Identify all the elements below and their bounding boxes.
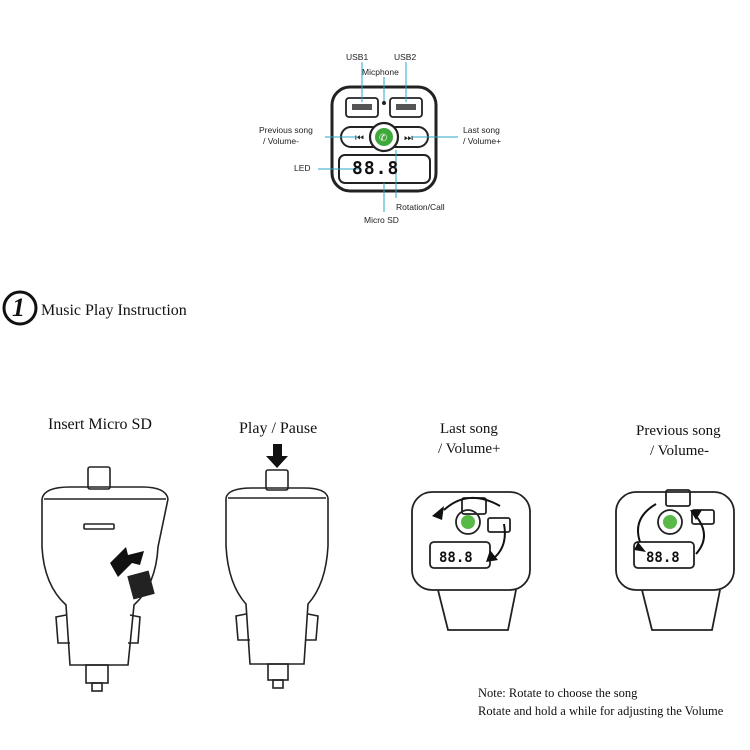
step-title-previous-song: Previous song (636, 423, 721, 439)
step-title-volume-minus: / Volume- (650, 443, 710, 459)
callout-volume-minus: / Volume- (263, 136, 299, 146)
callout-microphone: Micphone (362, 67, 399, 77)
step-title-play-pause: Play / Pause (239, 420, 318, 437)
step-title-last-song: Last song (440, 421, 498, 437)
section-number: 1 (12, 293, 25, 322)
callout-micro-sd: Micro SD (364, 215, 399, 225)
callout-last-song: Last song (463, 125, 500, 135)
svg-text:88.8: 88.8 (646, 550, 680, 566)
section-title: Music Play Instruction (41, 302, 187, 319)
callout-usb1: USB1 (346, 52, 369, 62)
callout-volume-plus: / Volume+ (463, 136, 502, 146)
led-display-digits: 88.8 (352, 158, 400, 179)
svg-text:⏮: ⏮ (355, 133, 364, 144)
illustration-last-song: 88.8 (411, 491, 531, 631)
svg-text:88.8: 88.8 (439, 550, 473, 566)
step-title-volume-plus: / Volume+ (438, 441, 501, 457)
callout-led: LED (294, 163, 311, 173)
svg-text:⏭: ⏭ (404, 133, 413, 144)
section-number-badge: 1 (2, 290, 38, 326)
svg-text:✆: ✆ (379, 133, 387, 144)
illustration-previous-song: 88.8 (615, 489, 735, 631)
note-line-1: Note: Rotate to choose the song (478, 686, 638, 700)
illustration-play-pause (225, 444, 329, 689)
callout-usb2: USB2 (394, 52, 417, 62)
callout-previous-song: Previous song (259, 125, 313, 135)
note-line-2: Rotate and hold a while for adjusting th… (478, 704, 724, 718)
step-title-insert-micro-sd: Insert Micro SD (48, 416, 152, 433)
callout-rotation-call: Rotation/Call (396, 202, 445, 212)
illustration-insert-sd (41, 466, 169, 692)
device-front-drawing: ⏮ ⏭ ✆ (318, 62, 458, 212)
